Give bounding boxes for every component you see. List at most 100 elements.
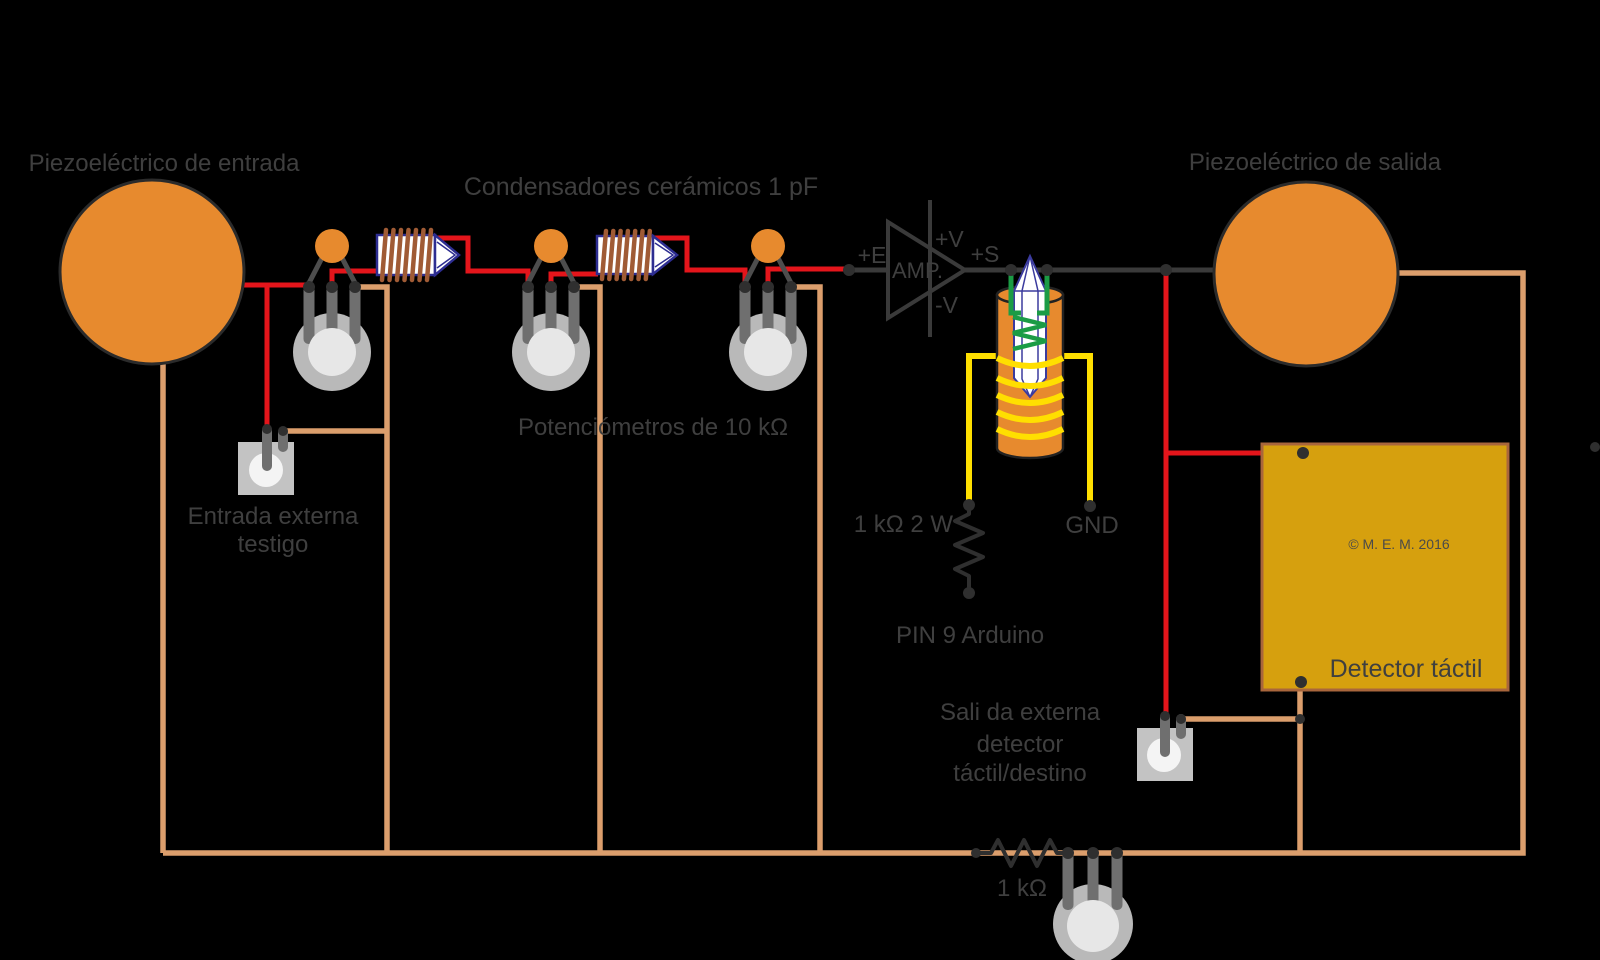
- pot2-terminal-left: [522, 281, 534, 293]
- pot3-leg-left: [739, 282, 751, 344]
- gnd-label: GND: [1065, 512, 1118, 539]
- resistor-top-terminal-b: [963, 587, 975, 599]
- cap1-stripe: [424, 227, 434, 283]
- wire-pot1-ground: [355, 284, 390, 853]
- extinput-terminal-right: [278, 426, 288, 436]
- pot3-terminal-middle: [762, 281, 774, 293]
- potentiometer-3: [729, 229, 807, 391]
- piezo-input-label: Piezoeléctrico de entrada: [29, 150, 300, 177]
- coil-transducer: [966, 253, 1093, 505]
- potentiometer-bottom: [1053, 847, 1133, 960]
- amp-input-label: +E: [858, 242, 887, 268]
- pot1-terminal-middle: [326, 281, 338, 293]
- cap1-stripe: [394, 227, 404, 283]
- external-input-jack: [238, 424, 294, 495]
- external-output-label-line3: táctil/destino: [953, 760, 1086, 787]
- pot4-terminal-right: [1111, 847, 1123, 859]
- pot2-terminal-right: [568, 281, 580, 293]
- pot2-terminal-middle: [545, 281, 557, 293]
- amp-triangle: [886, 218, 969, 322]
- touch-detector-block: © M. E. M. 2016 Detector táctil: [1260, 442, 1510, 692]
- pot4-shaft: [1067, 900, 1119, 952]
- wire-coil-right: [1060, 353, 1093, 505]
- detector-terminal-top: [1297, 447, 1309, 459]
- right-edge-node: [1590, 442, 1600, 452]
- potentiometer-1: [293, 229, 371, 391]
- resistor-top-label: 1 kΩ 2 W: [854, 511, 954, 538]
- wire-pot2-ground: [574, 284, 603, 853]
- pot4-leg-middle: [1087, 848, 1099, 910]
- gnd-terminal: [1084, 500, 1096, 512]
- potentiometer-2: [512, 229, 590, 391]
- cap2-stripes: [599, 228, 653, 282]
- red-wires: [242, 235, 1262, 716]
- potentiometers-label: Potenciómetros de 10 kΩ: [518, 414, 788, 441]
- pot4-terminal-middle: [1087, 847, 1099, 859]
- detector-terminal-bottom: [1295, 676, 1307, 688]
- pot2-knob: [534, 229, 568, 263]
- cap2-stripe: [614, 228, 623, 282]
- coil-turn: [995, 409, 1065, 423]
- pot1-leg-left: [303, 282, 315, 344]
- pot1-terminal-right: [349, 281, 361, 293]
- pot4-leg-left: [1062, 848, 1074, 910]
- labels: Piezoeléctrico de entrada Condensadores …: [29, 149, 1442, 902]
- pot3-shaft: [744, 328, 792, 376]
- external-input-label-line2: testigo: [238, 531, 309, 558]
- wire-cap1-to-pot2: [433, 235, 531, 287]
- cap2-tip-facets: [654, 242, 675, 268]
- wire-cap2-to-pot3: [650, 235, 748, 287]
- cap2-stripe: [607, 228, 616, 282]
- pot1-knob: [315, 229, 349, 263]
- detector-link-node: [1295, 714, 1305, 724]
- resistor-bottom-terminal: [971, 848, 981, 858]
- pot1-leg-right: [349, 282, 361, 344]
- external-output-label-line1: Sali da externa: [940, 699, 1101, 726]
- pin9-label: PIN 9 Arduino: [896, 622, 1044, 649]
- extinput-terminal-left: [262, 424, 272, 434]
- tan-wires: [160, 270, 1526, 856]
- cap1-stripe: [387, 227, 396, 283]
- extoutput-terminal-right: [1176, 714, 1186, 724]
- amp-vminus-label: -V: [935, 292, 959, 318]
- coil-turn: [995, 426, 1065, 440]
- cap2-stripe: [636, 228, 645, 282]
- cap1-stripe: [409, 227, 419, 283]
- detector-body: [1260, 442, 1510, 692]
- coil-tap-left-node: [1005, 264, 1017, 276]
- cap1-stripe: [402, 227, 411, 283]
- amp-vplus-label: +V: [935, 226, 964, 252]
- external-input-label-line1: Entrada externa: [188, 503, 359, 530]
- piezo-output-label: Piezoeléctrico de salida: [1189, 149, 1442, 176]
- piezo-output-disc: [1212, 180, 1400, 368]
- cap2-stripe: [643, 228, 653, 282]
- wire-green-right: [1037, 272, 1050, 316]
- coil-turn: [995, 375, 1065, 389]
- wire-green-left: [1008, 272, 1021, 316]
- capacitor-1: [375, 227, 461, 283]
- pot4-terminal-left: [1062, 847, 1074, 859]
- wire-ground-bus: [163, 270, 1526, 856]
- resistor-1k-bottom: [971, 838, 1066, 868]
- cap2-stripe: [599, 228, 609, 282]
- pot2-shaft: [527, 328, 575, 376]
- resistor-top-terminal-a: [963, 499, 975, 511]
- cap1-stripe: [379, 227, 389, 283]
- coil-tap-right-node: [1041, 264, 1053, 276]
- pot1-shaft: [308, 328, 356, 376]
- pot4-leg-right: [1111, 848, 1123, 910]
- capacitor-2: [595, 228, 680, 282]
- wire-pot3-ground: [791, 284, 823, 853]
- resistor-bottom-zigzag: [976, 838, 1066, 868]
- coil-turn: [995, 392, 1065, 406]
- resistor-bottom-label: 1 kΩ: [997, 875, 1047, 902]
- extoutput-terminal-left: [1160, 711, 1170, 721]
- resistor-top-zigzag: [953, 504, 985, 595]
- output-junction-node: [1160, 264, 1172, 276]
- coil-windings: [995, 355, 1065, 440]
- piezo-input-disc: [58, 178, 246, 366]
- external-output-label-line2: detector: [977, 731, 1064, 758]
- detector-copyright: © M. E. M. 2016: [1348, 536, 1450, 552]
